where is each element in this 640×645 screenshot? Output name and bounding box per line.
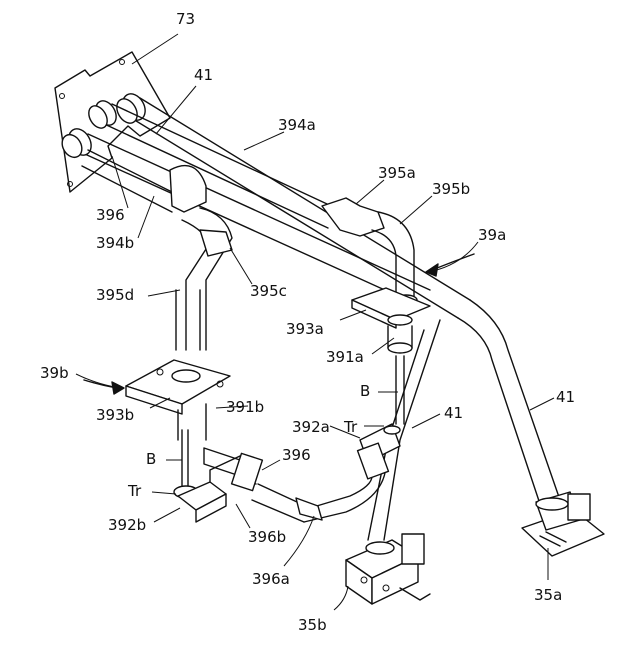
- label-B-upper: B: [360, 382, 370, 400]
- arrows: [84, 254, 474, 394]
- label-41-mid: 41: [444, 404, 463, 422]
- label-391b: 391b: [226, 398, 264, 416]
- label-391a: 391a: [326, 348, 364, 366]
- label-73: 73: [176, 10, 195, 28]
- label-393a: 393a: [286, 320, 324, 338]
- label-393b: 393b: [96, 406, 134, 424]
- base-35a: [522, 492, 604, 556]
- label-41-right: 41: [556, 388, 575, 406]
- bracket-393a: [352, 288, 430, 353]
- label-396-top: 396: [96, 206, 125, 224]
- label-394a: 394a: [278, 116, 316, 134]
- label-395c: 395c: [250, 282, 287, 300]
- label-35b: 35b: [298, 616, 327, 634]
- label-394b: 394b: [96, 234, 134, 252]
- base-35b: [346, 534, 430, 604]
- label-392a: 392a: [292, 418, 330, 436]
- label-396b: 396b: [248, 528, 286, 546]
- label-395d: 395d: [96, 286, 134, 304]
- label-39b: 39b: [40, 364, 69, 382]
- label-41-top: 41: [194, 66, 213, 84]
- label-396-mid: 396: [282, 446, 311, 464]
- label-395a: 395a: [378, 164, 416, 182]
- label-39a: 39a: [478, 226, 506, 244]
- pipe-41-upper: [113, 90, 560, 504]
- label-Tr-upper: Tr: [343, 418, 358, 436]
- label-395b: 395b: [432, 180, 470, 198]
- label-B-lower: B: [146, 450, 156, 468]
- label-392b: 392b: [108, 516, 146, 534]
- drive-392b: [174, 430, 240, 522]
- label-Tr-lower: Tr: [127, 482, 142, 500]
- label-396a: 396a: [252, 570, 290, 588]
- bracket-393b: [126, 360, 230, 440]
- label-35a: 35a: [534, 586, 562, 604]
